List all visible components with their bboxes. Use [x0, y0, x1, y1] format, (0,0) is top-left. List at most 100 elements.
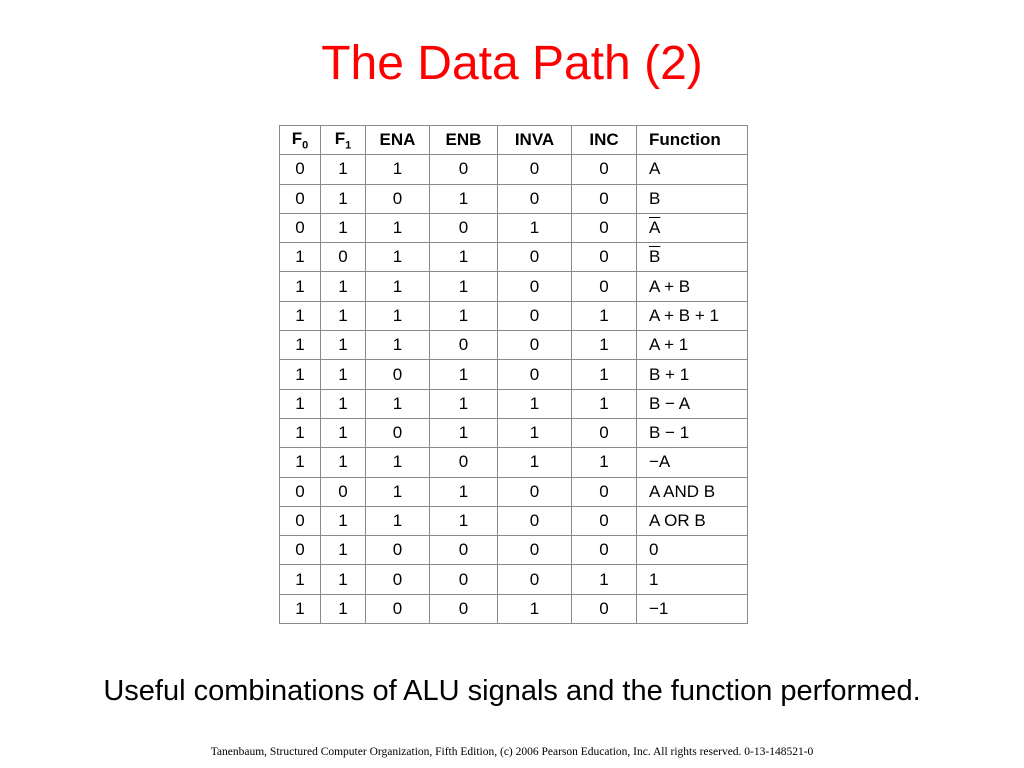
signal-cell-f1: 1: [320, 388, 366, 419]
signal-cell-inva: 0: [497, 564, 572, 595]
function-cell: A: [636, 212, 748, 244]
signal-cell-enb: 1: [429, 271, 498, 302]
signal-cell-ena: 1: [365, 242, 430, 273]
function-label: A OR B: [649, 511, 706, 530]
signal-cell-inva: 0: [497, 535, 572, 566]
function-label: B: [649, 247, 661, 267]
signal-cell-f0: 0: [279, 212, 321, 244]
signal-cell-f1: 1: [320, 535, 366, 566]
signal-cell-ena: 1: [365, 388, 430, 419]
signal-cell-ena: 1: [365, 330, 430, 361]
function-cell: B: [636, 183, 748, 214]
signal-cell-inc: 0: [571, 154, 637, 185]
signal-cell-f1: 1: [320, 447, 366, 478]
function-label: 1: [649, 569, 659, 589]
signal-cell-f0: 1: [279, 271, 321, 302]
signal-cell-inva: 0: [497, 330, 572, 361]
column-header-f1: F1: [320, 124, 366, 156]
signal-cell-ena: 0: [365, 417, 430, 449]
signal-cell-inva: 0: [497, 242, 572, 273]
function-cell: A: [636, 154, 748, 185]
function-cell: −A: [636, 447, 748, 478]
function-cell: A + B + 1: [636, 300, 748, 332]
signal-cell-ena: 1: [365, 212, 430, 244]
signal-cell-f1: 0: [320, 242, 366, 273]
signal-cell-inva: 0: [497, 183, 572, 214]
signal-cell-enb: 0: [429, 447, 498, 478]
function-cell: B − A: [636, 388, 748, 419]
column-header-label: F: [291, 128, 303, 148]
signal-cell-inva: 0: [497, 154, 572, 185]
signal-cell-f1: 1: [320, 505, 366, 537]
signal-cell-inc: 0: [571, 417, 637, 449]
signal-cell-f0: 1: [279, 564, 321, 595]
signal-cell-ena: 1: [365, 154, 430, 185]
function-label: A: [649, 159, 661, 179]
slide-title: The Data Path (2): [321, 37, 703, 90]
column-header-function: Function: [636, 124, 748, 156]
signal-cell-f0: 1: [279, 417, 321, 449]
signal-cell-inc: 0: [571, 535, 637, 566]
signal-cell-inc: 1: [571, 359, 637, 390]
signal-cell-f0: 1: [279, 300, 321, 332]
function-cell: A OR B: [636, 505, 748, 537]
signal-cell-inc: 0: [571, 271, 637, 302]
signal-cell-f1: 1: [320, 359, 366, 390]
column-header-label: F: [334, 128, 346, 148]
column-header-subscript: 1: [345, 139, 352, 152]
signal-cell-enb: 0: [429, 212, 498, 244]
signal-cell-inc: 1: [571, 388, 637, 419]
signal-cell-inva: 0: [497, 505, 572, 537]
signal-cell-inva: 1: [497, 447, 572, 478]
signal-cell-inva: 1: [497, 212, 572, 244]
signal-cell-inva: 0: [497, 271, 572, 302]
signal-cell-inva: 0: [497, 359, 572, 390]
signal-cell-inc: 1: [571, 447, 637, 478]
function-label: −1: [649, 598, 669, 618]
column-header-label: INVA: [514, 130, 555, 150]
signal-cell-ena: 0: [365, 535, 430, 566]
column-header-label: INC: [589, 130, 619, 150]
signal-cell-f0: 1: [279, 447, 321, 478]
column-header-f0: F0: [279, 124, 321, 156]
signal-cell-enb: 1: [429, 476, 498, 507]
function-label: B + 1: [649, 364, 690, 384]
function-cell: B − 1: [636, 417, 748, 449]
signal-cell-ena: 1: [365, 505, 430, 537]
function-cell: 0: [636, 535, 748, 566]
signal-cell-inva: 1: [497, 388, 572, 419]
signal-cell-inva: 1: [497, 593, 572, 625]
function-cell: 1: [636, 564, 748, 595]
copyright-footer: Tanenbaum, Structured Computer Organizat…: [210, 746, 814, 758]
signal-cell-ena: 1: [365, 271, 430, 302]
signal-cell-f1: 1: [320, 417, 366, 449]
function-label: A + B: [649, 276, 691, 296]
function-cell: A + 1: [636, 330, 748, 361]
signal-cell-f1: 1: [320, 564, 366, 595]
signal-cell-ena: 1: [365, 476, 430, 507]
signal-cell-f1: 1: [320, 212, 366, 244]
signal-cell-enb: 0: [429, 593, 498, 625]
signal-cell-enb: 1: [429, 388, 498, 419]
signal-cell-ena: 0: [365, 593, 430, 625]
signal-cell-enb: 0: [429, 564, 498, 595]
signal-cell-inc: 1: [571, 564, 637, 595]
signal-cell-f0: 1: [279, 242, 321, 273]
signal-cell-f1: 1: [320, 154, 366, 185]
signal-cell-f0: 1: [279, 593, 321, 625]
signal-cell-f0: 1: [279, 330, 321, 361]
signal-cell-f0: 0: [279, 183, 321, 214]
function-label: 0: [649, 540, 659, 560]
signal-cell-f1: 1: [320, 271, 366, 302]
